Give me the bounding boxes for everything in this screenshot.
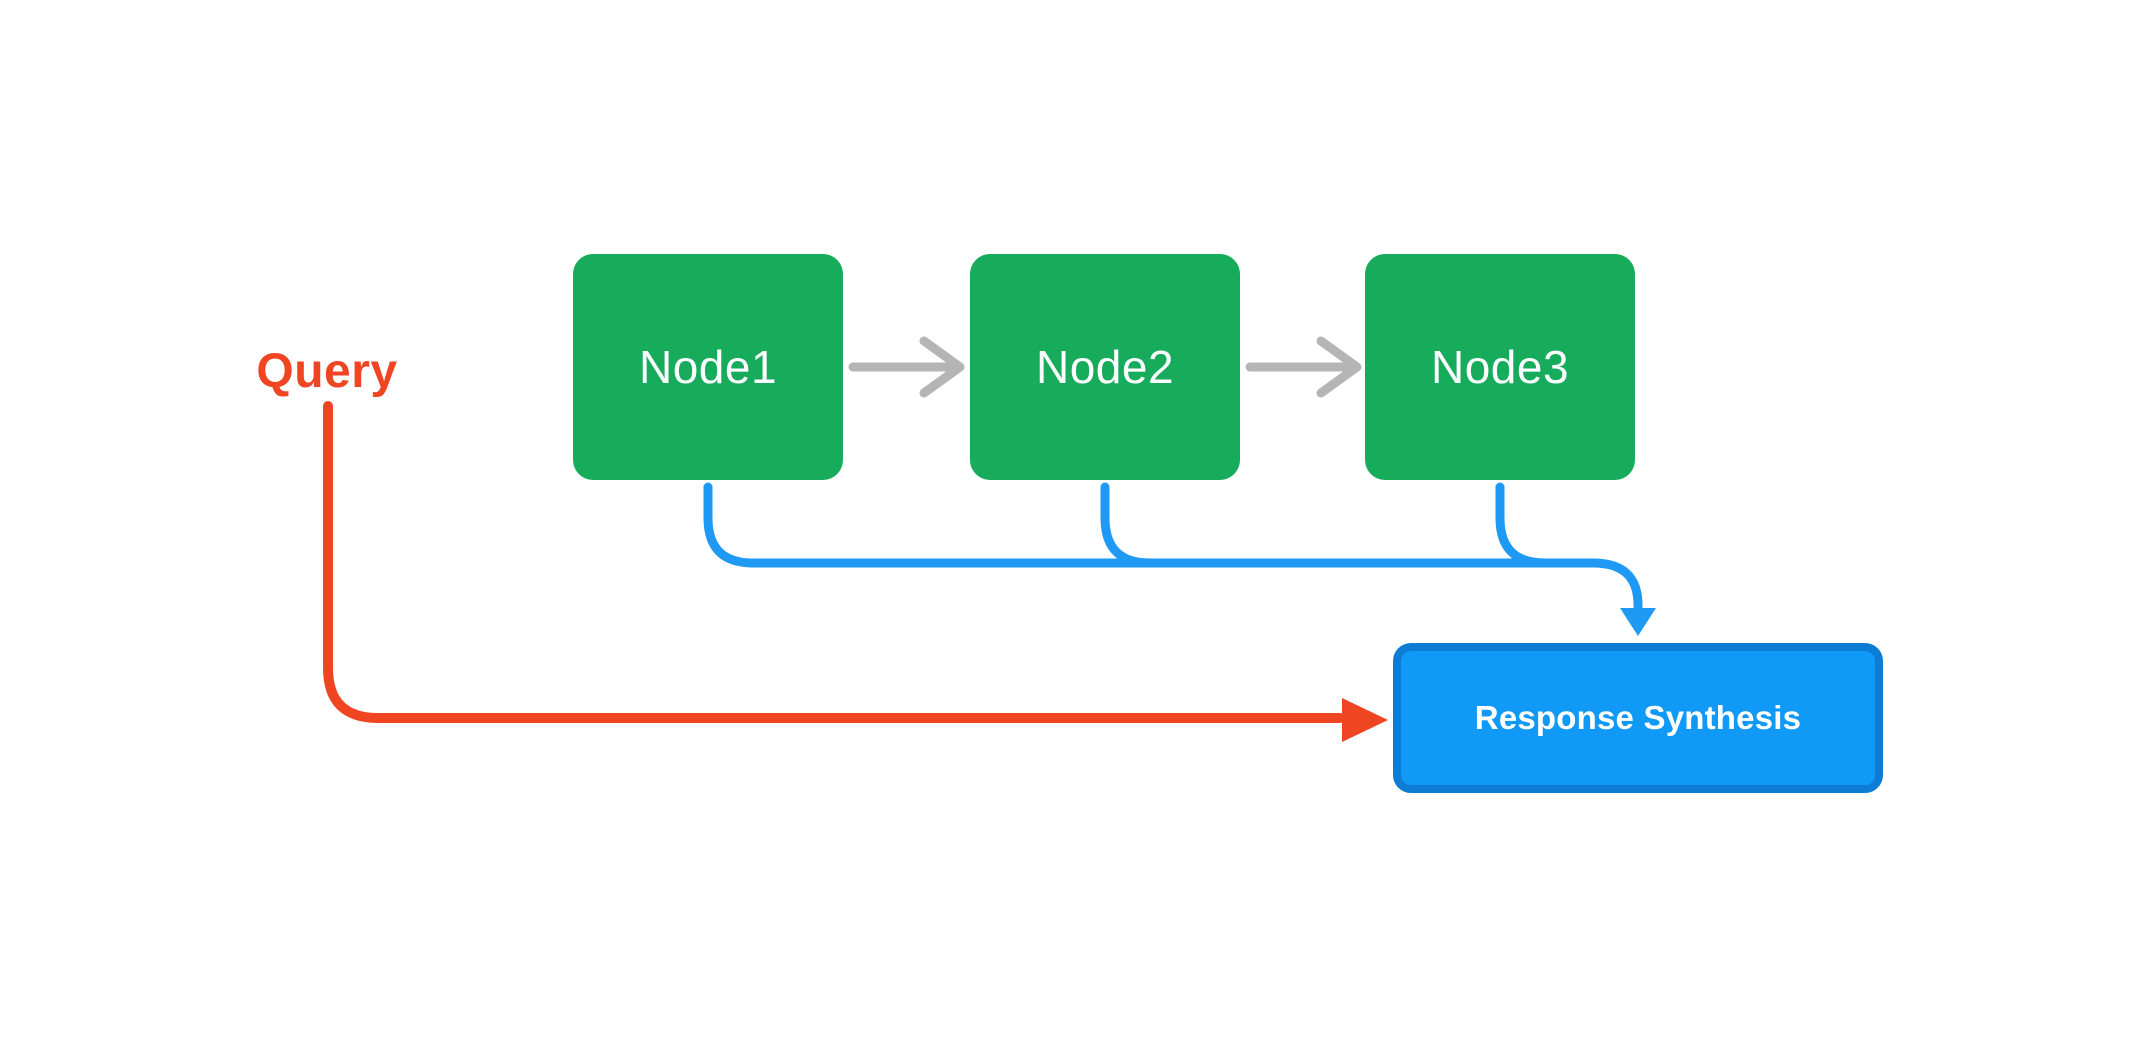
edge-node1-node2-arrow [848, 336, 965, 398]
node-box-node2: Node2 [970, 254, 1240, 480]
node-label: Node3 [1430, 341, 1570, 393]
node-box-node1: Node1 [573, 254, 843, 480]
node-label: Node2 [1035, 341, 1175, 393]
edge-query-response-arrow [323, 401, 1388, 742]
node-box-node3: Node3 [1365, 254, 1635, 480]
query-label: Query [256, 345, 398, 398]
response-synthesis-box: Response Synthesis [1393, 643, 1883, 793]
node-label: Node1 [638, 341, 778, 393]
edge-node2-response-connector [1100, 482, 1155, 568]
edge-node3-response-connector [1495, 482, 1550, 568]
edge-node2-node3-arrow [1245, 336, 1362, 398]
edge-node1-response-connector [703, 482, 1656, 636]
blue-arrowhead-icon [1620, 608, 1656, 636]
response-synthesis-label: Response Synthesis [1474, 699, 1802, 736]
red-arrowhead-icon [1342, 698, 1388, 742]
